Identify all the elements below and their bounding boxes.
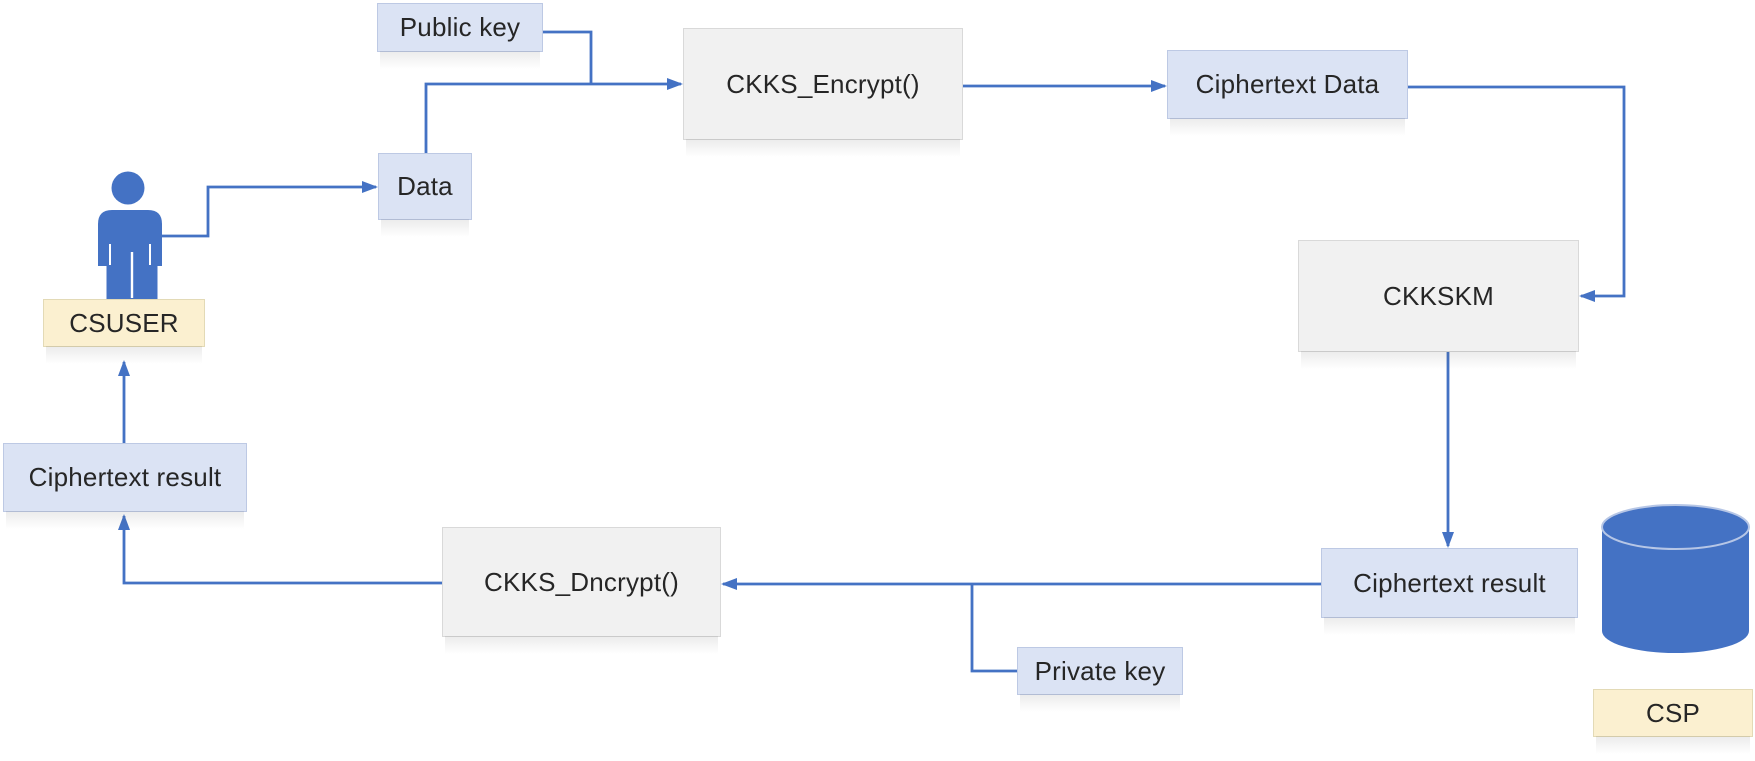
node-private-key: Private key [1017,647,1183,712]
node-ckkskm: CKKSKM [1298,240,1579,369]
connector-ciphertext-data-to-ckkskm [1408,85,1626,302]
connector-public-key-join [543,30,593,84]
connector-data-to-ckks-encrypt [424,78,683,153]
node-ckks-dncrypt: CKKS_Dncrypt() [442,527,721,654]
connector-private-key-join [970,583,1017,673]
node-public-key: Public key [377,3,543,69]
node-ciphertext-data: Ciphertext Data [1167,50,1408,136]
node-ckks-encrypt: CKKS_Encrypt() [683,28,963,157]
node-ciphertext-result-left: Ciphertext result [3,443,247,529]
node-data: Data [378,153,472,237]
label-csuser: CSUSER [43,299,205,364]
node-ciphertext-result-right: Ciphertext result [1321,548,1578,635]
connector-csuser-to-data [160,181,378,238]
label-csp: CSP [1593,689,1753,754]
connector-dncrypt-to-ciphertext-result-left [118,514,442,585]
person-icon [98,171,162,299]
database-cylinder-icon [1601,504,1750,654]
